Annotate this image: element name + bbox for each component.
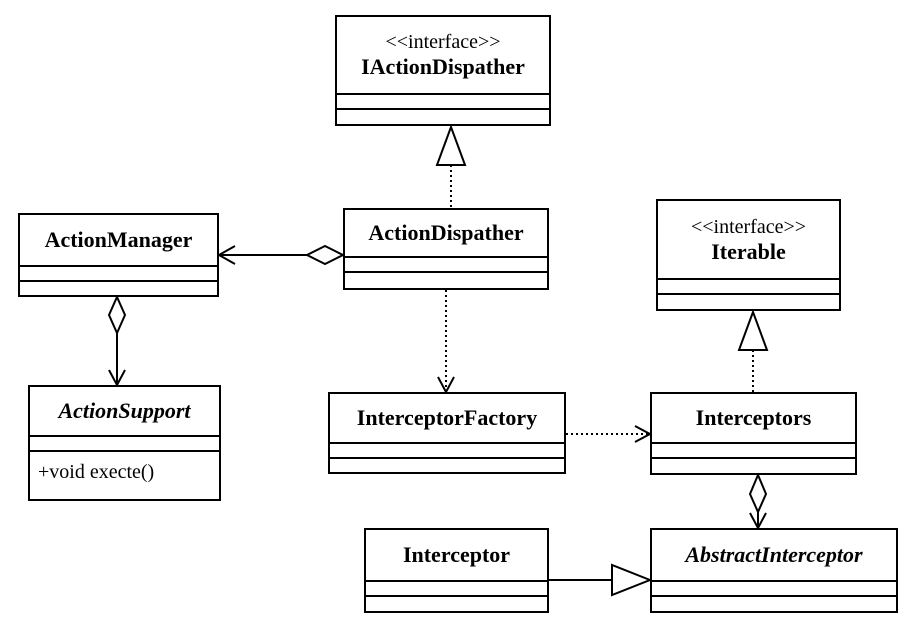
class-name-compartment: ActionManager (20, 215, 217, 267)
attributes-compartment (652, 444, 855, 459)
attributes-compartment (330, 444, 564, 459)
class-name-compartment: ActionSupport (30, 387, 219, 437)
operations-compartment (337, 110, 549, 124)
class-iactiondispather[interactable]: <<interface>> IActionDispather (335, 15, 551, 126)
attributes-compartment (658, 280, 839, 295)
operations-compartment (20, 282, 217, 295)
realization-interceptors-iterable (737, 309, 769, 392)
operations-compartment: +void execte() (30, 452, 219, 499)
class-actiondispather[interactable]: ActionDispather (343, 208, 549, 290)
attributes-compartment (30, 437, 219, 452)
operations-compartment (366, 597, 547, 611)
attributes-compartment (20, 267, 217, 282)
attributes-compartment (652, 582, 896, 597)
class-name-compartment: Interceptor (366, 530, 547, 582)
operations-compartment (652, 459, 855, 473)
attributes-compartment (345, 258, 547, 273)
attributes-compartment (366, 582, 547, 597)
class-name-compartment: InterceptorFactory (330, 394, 564, 444)
class-name-compartment: ActionDispather (345, 210, 547, 258)
class-name: AbstractInterceptor (685, 542, 863, 567)
dependency-interceptorfactory-interceptors (566, 425, 653, 443)
class-name: ActionSupport (58, 398, 191, 423)
class-name-compartment: <<interface>> Iterable (658, 201, 839, 280)
generalization-interceptor-abstractinterceptor (549, 563, 653, 597)
dependency-actiondispather-interceptorfactory (437, 290, 455, 395)
operations-compartment (658, 295, 839, 309)
class-interceptorfactory[interactable]: InterceptorFactory (328, 392, 566, 474)
realization-actiondispather-iactiondispather (435, 124, 467, 208)
aggregation-interceptors-abstractinterceptor (748, 472, 768, 531)
class-actionmanager[interactable]: ActionManager (18, 213, 219, 297)
class-name-compartment: <<interface>> IActionDispather (337, 17, 549, 95)
operations-compartment (345, 273, 547, 288)
class-name: IActionDispather (361, 54, 525, 79)
class-name: Interceptor (402, 542, 511, 567)
class-name: ActionManager (44, 227, 193, 252)
class-name: ActionDispather (368, 220, 524, 245)
class-actionsupport[interactable]: ActionSupport +void execte() (28, 385, 221, 501)
class-name-compartment: AbstractInterceptor (652, 530, 896, 582)
class-name: Iterable (711, 238, 786, 264)
aggregation-actiondispather-actionmanager (216, 244, 346, 266)
operations-compartment (652, 597, 896, 611)
operations-compartment (330, 459, 564, 472)
class-name: Interceptors (695, 405, 812, 430)
class-iterable[interactable]: <<interface>> Iterable (656, 199, 841, 311)
class-interceptor[interactable]: Interceptor (364, 528, 549, 613)
stereotype-label: <<interface>> (690, 215, 807, 238)
operation-execte: +void execte() (38, 461, 155, 483)
stereotype-label: <<interface>> (385, 31, 501, 53)
class-abstractinterceptor[interactable]: AbstractInterceptor (650, 528, 898, 613)
class-name-compartment: Interceptors (652, 394, 855, 444)
class-interceptors[interactable]: Interceptors (650, 392, 857, 475)
class-name: InterceptorFactory (356, 405, 538, 430)
aggregation-actionmanager-actionsupport (107, 294, 127, 388)
attributes-compartment (337, 95, 549, 110)
